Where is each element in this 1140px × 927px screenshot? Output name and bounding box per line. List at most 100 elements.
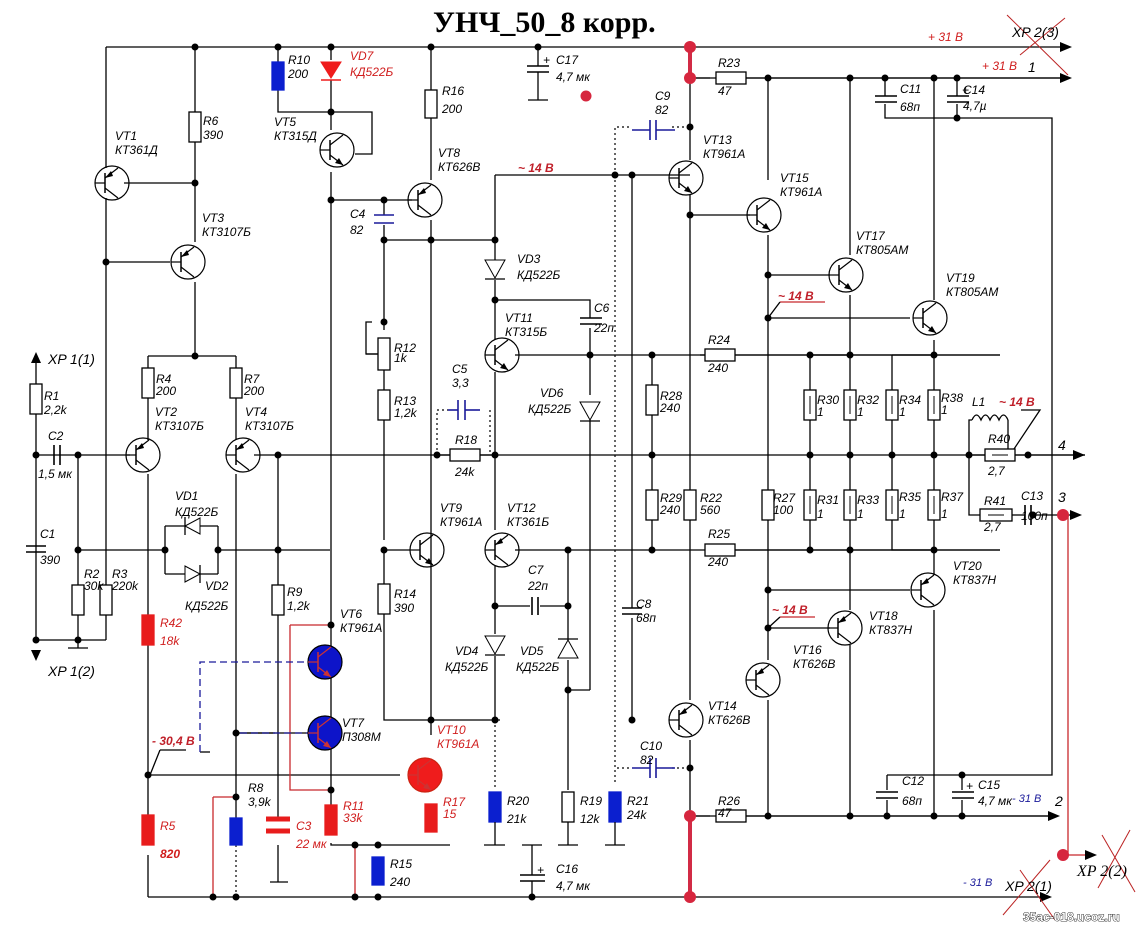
emitter-arrow-icon xyxy=(756,668,764,675)
diode-vd2 xyxy=(184,565,202,583)
emitter-arrow-icon xyxy=(844,283,852,290)
diode-ref: VD4 xyxy=(455,644,479,658)
resistor-r9 xyxy=(271,584,285,616)
diode-type: КД522Б xyxy=(175,505,219,519)
dotted-lines xyxy=(235,126,690,897)
transistor-vt10 xyxy=(407,757,443,793)
transistor-ref: VT8 xyxy=(438,146,460,160)
resistor-ref: R14 xyxy=(394,587,416,601)
voltage-minus30-4: - 30,4 В xyxy=(152,734,195,748)
resistor-r14 xyxy=(377,583,391,615)
transistor-ref: VT6 xyxy=(340,607,362,621)
resistor-ref: R28 xyxy=(660,389,682,403)
resistor-r24 xyxy=(704,348,736,362)
resistor-value: 47 xyxy=(718,84,733,98)
capacitor-c4 xyxy=(374,214,394,224)
labels: + 31 В + 31 В - 31 В - 31 В ~ 14 В ~ 14 … xyxy=(38,24,1127,924)
transistor-ref: VT15 xyxy=(780,171,809,185)
transistor-vt18 xyxy=(827,610,863,646)
transistor-vt6 xyxy=(307,644,343,680)
transistor-vt4 xyxy=(225,437,261,473)
capacitor-c14 xyxy=(947,95,969,103)
voltage-minus31-rail: - 31 В xyxy=(1012,793,1041,805)
emitter-arrow-icon xyxy=(105,171,113,178)
transistor-type: П308М xyxy=(342,730,381,744)
resistor-value: 47 xyxy=(718,806,733,820)
resistor-value: 21k xyxy=(506,812,527,826)
resistor-value: 1 xyxy=(941,507,948,521)
resistor-ref: R3 xyxy=(112,567,128,581)
resistor-r8 xyxy=(229,817,243,846)
transistor-ref: VT13 xyxy=(703,133,732,147)
diode-ref: VD6 xyxy=(540,386,564,400)
resistor-r2 xyxy=(71,584,85,616)
capacitor-c3 xyxy=(266,816,290,834)
resistor-r11 xyxy=(324,804,338,836)
capacitor-ref: C17 xyxy=(556,53,579,67)
crossed-connector-marks xyxy=(1002,14,1136,921)
resistor-ref: R5 xyxy=(160,819,176,833)
transistor-type: КТ626В xyxy=(708,713,750,727)
capacitor-ref: C9 xyxy=(655,89,671,103)
resistors xyxy=(29,61,1016,886)
resistor-value: 560 xyxy=(700,503,720,517)
resistor-ref: R25 xyxy=(708,527,730,541)
resistor-ref: R37 xyxy=(941,490,964,504)
transistor-ref: VT9 xyxy=(440,501,462,515)
inductor-l1 xyxy=(971,414,1009,422)
resistor-ref: R27 xyxy=(773,491,796,505)
capacitor-ref: C10 xyxy=(640,739,662,753)
transistor-vt19 xyxy=(912,300,948,336)
resistor-value: 240 xyxy=(389,875,410,889)
resistor-ref: R41 xyxy=(984,494,1006,508)
resistor-value: 820 xyxy=(160,847,180,861)
emitter-arrow-icon xyxy=(679,708,687,715)
capacitor-ref: C2 xyxy=(48,429,64,443)
emitter-arrow-icon xyxy=(323,741,331,748)
resistor-value: 24k xyxy=(626,808,647,822)
transistor-vt2 xyxy=(125,437,161,473)
resistor-value: 1 xyxy=(817,507,824,521)
diode-type: КД522Б xyxy=(517,268,561,282)
capacitor-c5 xyxy=(448,400,480,420)
connector-xp2-3: XP 2(3) xyxy=(1011,24,1059,40)
capacitor-c7 xyxy=(531,597,539,615)
emitter-arrow-icon xyxy=(425,558,433,565)
capacitor-value: 82 xyxy=(350,223,364,237)
voltage-tilde14-vt8: ~ 14 В xyxy=(518,161,554,175)
capacitor-ref: C7 xyxy=(528,563,545,577)
transistor-ref: VT12 xyxy=(507,501,536,515)
resistor-r28 xyxy=(645,384,659,416)
transistor-ref: VT17 xyxy=(856,229,886,243)
resistor-ref: R18 xyxy=(455,433,477,447)
resistor-ref: R32 xyxy=(857,393,879,407)
resistor-value: 390 xyxy=(394,601,414,615)
capacitor-ref: C13 xyxy=(1021,489,1043,503)
resistor-value: 100 xyxy=(773,503,793,517)
resistor-value: 18k xyxy=(160,634,180,648)
resistor-value: 1,2k xyxy=(287,599,311,613)
diodes xyxy=(183,61,601,659)
resistor-r26 xyxy=(715,809,747,823)
diode-ref: VD7 xyxy=(350,49,375,63)
transistor-ref: VT18 xyxy=(869,609,898,623)
resistor-r1 xyxy=(29,383,43,415)
resistor-r22 xyxy=(683,489,697,521)
resistor-value: 200 xyxy=(243,384,264,398)
output-1: 1 xyxy=(1028,59,1036,75)
emitter-arrow-icon xyxy=(418,188,426,195)
transistor-type: КТ315Д xyxy=(274,129,317,143)
capacitor-ref: C3 xyxy=(296,819,312,833)
voltage-plus31-rail: + 31 В xyxy=(982,59,1017,73)
resistor-value: 33k xyxy=(343,811,363,825)
capacitor-value: 3,3 xyxy=(452,376,469,390)
capacitor-value: 22 мк xyxy=(295,837,328,851)
transistor-vt15 xyxy=(746,197,782,233)
capacitor-c8 xyxy=(622,607,642,615)
transistor-type: КТ626В xyxy=(438,160,480,174)
resistor-ref: R35 xyxy=(899,490,921,504)
capacitor-c6 xyxy=(580,317,602,325)
emitter-arrow-icon xyxy=(921,578,929,585)
resistor-r21 xyxy=(608,791,622,823)
